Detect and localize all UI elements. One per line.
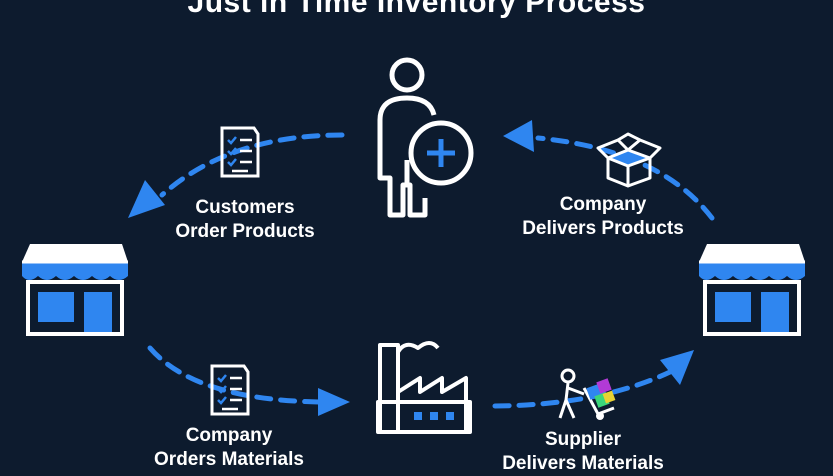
hand-truck-icon [558,368,616,420]
step-supplier-delivers-materials: Supplier Delivers Materials [486,428,680,476]
step-label-line1: Supplier [544,429,621,450]
diagram-title: Just in Time Inventory Process [187,0,646,19]
step-company-delivers-products: Company Delivers Products [512,193,694,241]
step-label-line1: Company [559,194,647,215]
step-label-line2: Order Products [175,221,315,242]
factory-icon [376,341,472,434]
arrowhead-left-store [128,180,165,218]
flow-arrow-store-right-to-customer [535,135,715,221]
box-icon [596,132,662,188]
arrowhead-right-store [660,350,694,385]
store-icon-left [22,244,128,336]
arrowhead-customer [503,120,534,152]
arrowhead-factory [318,388,350,416]
step-customers-order-products: Customers Order Products [160,196,330,244]
step-label-line2: Orders Materials [154,449,304,470]
step-label-line1: Customers [195,197,295,218]
step-company-orders-materials: Company Orders Materials [140,424,318,472]
step-label-line1: Company [185,425,273,446]
store-icon-right [699,244,805,336]
flow-arrow-store-left-to-factory [147,345,323,405]
checklist-icon-customers [220,126,260,178]
flow-arrow-factory-to-store-right [492,369,673,409]
flow-arrow-customer-to-store-left [159,132,345,198]
step-label-line2: Delivers Materials [502,453,664,474]
checklist-icon-company-orders [210,364,250,416]
customer-icon [377,57,474,218]
step-label-line2: Delivers Products [522,218,684,239]
